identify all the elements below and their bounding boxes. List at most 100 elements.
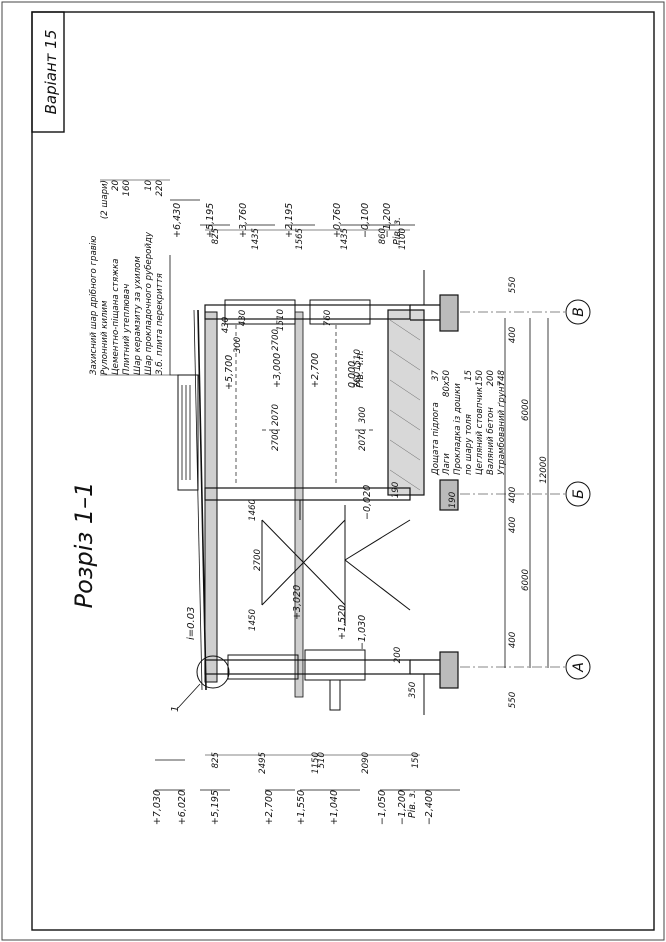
section-title: Розріз 1–1 [70,482,98,609]
wall-axis-a [204,659,411,675]
wall-axis-b [204,487,411,501]
inner-level-label: +5,700 [224,355,235,390]
inner-level-label: −1,030 [357,615,368,650]
inner-level-label: +2,700 [310,353,321,388]
inner-frame [31,11,655,931]
axis-a-label: А [571,662,587,673]
interior-lines [235,325,375,485]
dim-misc-label: 1510 [353,349,363,371]
floor-layer-value: 15 [464,370,474,381]
inner-level-label: Рів. ч.п. [355,350,366,388]
footing-v [439,294,459,332]
dim-span-label: 12000 [539,456,549,484]
dim-misc-label: 430 [238,309,248,326]
level-left-label: +7,030 [152,790,163,825]
variant-label: Варіант 15 [42,30,60,115]
dim-right-label: 1435 [251,228,261,250]
axis-v-label: В [571,307,587,317]
level-left-label: +1,550 [296,790,307,825]
footing-a [439,651,459,689]
dim-misc-label: 1510 [276,309,286,331]
dim-left-label: 1150 [311,751,321,773]
level-left-label: +6,020 [177,790,188,825]
roof-layer-value: (2 шари) [100,180,110,219]
level-right-label: +5,195 [205,203,216,238]
axis-b-label: Б [571,489,587,499]
dim-span-label: 400 [508,326,518,343]
dim-misc-label: 760 [353,371,363,388]
ground-hatch [389,319,421,491]
level-right-label: −0,100 [360,203,371,238]
dim-span-label: 6000 [521,569,531,591]
detail-circle [196,655,230,689]
dim-misc-label: 2070 [358,429,368,451]
footing-b [439,479,459,511]
dim-right-label: 825 [211,228,221,244]
level-left-label: +2,700 [264,790,275,825]
level-right-label: −1,200 [382,203,393,238]
dim-left-label: 2090 [361,751,371,773]
dim-left-label: 825 [211,752,221,768]
dim-misc-label: 430 [221,316,231,333]
dim-right-label: 1435 [340,228,350,250]
level-left-label: Рів. з. [407,790,418,818]
leader-roof [169,255,178,376]
dim-misc-label: 300 [233,336,243,353]
inner-level-label: +1,520 [337,605,348,640]
roof-layer-value: 10 [144,179,154,190]
floor-layer-name: Цегляний стовпчик [475,386,485,475]
inner-level-label: −0,020 [362,485,373,520]
level-right-label: +3,760 [238,203,249,238]
dim-span-label: 400 [508,486,518,503]
dim-span-label: 400 [508,516,518,533]
roof-layer-value: 20 [111,179,121,190]
floor-slab-2 [294,311,304,698]
dim-misc-label: 1450 [248,609,258,631]
roof-slab [204,311,218,683]
dim-span-label: 550 [508,276,518,293]
dim-left-label: 2495 [258,752,268,774]
floor-layer-name: Дощата підлога [431,402,441,476]
openings [224,299,371,711]
dim-right-label: 1565 [295,228,305,250]
variant-box [31,11,65,133]
dims-spans-group: 5504006000400400600040055012000190190200… [391,276,549,708]
level-left-label: −1,050 [377,790,388,825]
axis-v-circle [565,299,591,325]
inner-level-label: 0,000 [347,361,358,388]
floor-layer-value: 200 [486,369,496,386]
dim-misc-label: 300 [358,406,368,423]
floor-layer-name: Валяний бетон [486,407,496,475]
level-right-label: +6,430 [172,203,183,238]
floor-layer-name: Прокладка із дошки [453,383,463,475]
roof-slope: i=0.03 [186,607,197,640]
roof-layer-name: Цементно-піщана стяжка [111,259,121,375]
dim-span-label: 6000 [521,399,531,421]
roof-unit [177,374,199,491]
axis-b-circle [565,481,591,507]
inner-level-label: +3,020 [292,585,303,620]
dim-span-label: 200 [393,646,403,663]
dim-span-label: 190 [448,491,458,508]
level-left-label: +1,040 [329,790,340,825]
level-left-label: −2,400 [424,790,435,825]
dim-misc-label: 760 [323,309,333,326]
floor-layer-value: 37 [431,369,441,380]
levels-right-group: +6,430+5,195+3,760+2,195+0,760−0,100−1,2… [172,203,403,245]
dim-right-label: 860 [378,227,388,244]
ground-floor [387,309,425,496]
floor-layer-name: Утрамбований ґрунт [497,380,507,475]
roof-layer-name: Захисний шар дрібного гравію [89,236,99,375]
level-left-label: −1,200 [397,790,408,825]
dim-left-label: 510 [317,751,327,768]
detail-callout: 1 [170,706,181,712]
dim-right-label: 1100 [398,227,408,249]
level-marks-left [155,759,460,791]
dim-span-label: 190 [391,481,401,498]
level-right-label: +2,195 [284,203,295,238]
roof-layer-value: 160 [122,179,132,196]
